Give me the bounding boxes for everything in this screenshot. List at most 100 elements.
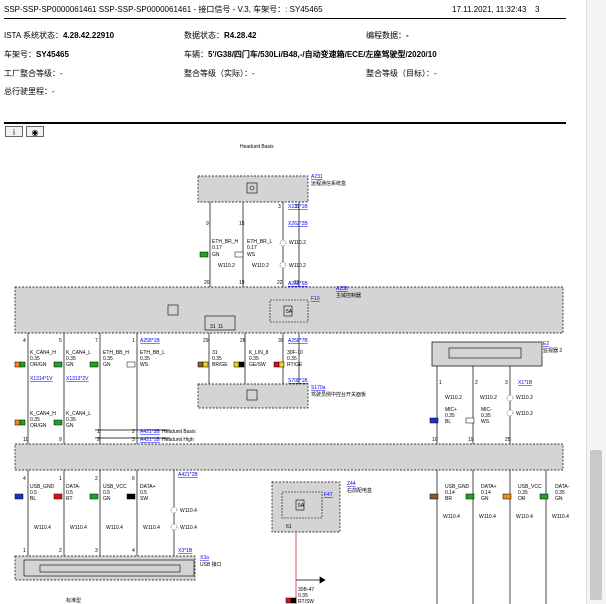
s708-link[interactable]: S708*1B [288, 378, 308, 384]
swatch-31-ge [202, 361, 209, 368]
swatch-eth-br-l [234, 251, 244, 258]
swatch-30b-rt [285, 597, 292, 604]
visibility-button[interactable]: ◉ [26, 126, 44, 137]
main-pin-4: 19 [468, 437, 474, 443]
z44-code-link[interactable]: Z44 [347, 481, 356, 487]
a258-7b-link[interactable]: A258*7B [288, 338, 308, 344]
swatch-usb-vcc [89, 493, 99, 500]
relay-pin-11: 11 [218, 324, 223, 330]
eth-bb-l-size: 0.35 [140, 356, 150, 362]
w31-size: 0.35 [212, 356, 222, 362]
data-minus-r-size: 0.35 [555, 490, 565, 496]
f10-link[interactable]: F10 [311, 296, 320, 302]
swatch-30b-sw [290, 597, 297, 604]
w110-4-label-b: W110.4 [70, 525, 87, 531]
a258-pin-b-3: 7 [95, 338, 98, 344]
a231-pin-4: 2 [295, 204, 298, 210]
a421-3b-link[interactable]: A421*3B [140, 429, 160, 435]
arrow-right-icon [319, 576, 326, 584]
z44-fuse-box [281, 491, 323, 519]
a258-6b-link[interactable]: A258*6B [288, 281, 308, 287]
w110-4-label-d: W110.4 [143, 525, 160, 531]
s170-code-link[interactable]: S170a [311, 385, 326, 391]
actual-label: 整合等级（实际）： [184, 69, 252, 78]
target-label: 整合等级（目标）： [366, 69, 434, 78]
x1313-link[interactable]: X1313*2V [66, 376, 89, 382]
main-pin-b-1: 4 [23, 476, 26, 482]
eth-bb-l-color: WS [140, 362, 149, 368]
wires-main-right [436, 470, 547, 604]
swatch-31-br [197, 361, 204, 368]
swatch-data-minus-r [539, 493, 549, 500]
a258-pin-top-3: 22 [277, 280, 283, 286]
a231-code-link[interactable]: A231 [311, 174, 323, 180]
info-button[interactable]: i [5, 126, 23, 137]
mic-minus-color: WS [481, 419, 490, 425]
wiring-diagram: Headunit Basis A231 远程通信系统盒 X231*1B X262… [14, 144, 570, 604]
swatch-can4l2 [53, 419, 63, 426]
w31-color: BR/GE [212, 362, 228, 368]
wires-a258-s170 [208, 333, 300, 384]
data-plus-r-color: GN [481, 496, 489, 502]
fuse-f47-icon [295, 499, 305, 511]
a258-fuse-box [269, 299, 309, 323]
swatch-can4l [53, 361, 63, 368]
bottom-label: 标准型 [66, 597, 81, 604]
a421-basis-label: Headunit Basis [162, 429, 196, 435]
vin-value: SY45465 [36, 50, 69, 59]
a258-code-link[interactable]: A258 [336, 286, 348, 292]
factory-label: 工厂整合等级： [4, 69, 60, 78]
x262-link[interactable]: X262*2B [288, 221, 308, 227]
usb-vcc-r-color: OR [518, 496, 526, 502]
x231-link[interactable]: X231*1B [288, 204, 308, 210]
wires-a421-headunit [95, 429, 170, 439]
main-connector-box [14, 443, 564, 471]
f47-link[interactable]: F47 [324, 492, 333, 498]
swatch-usb-vcc-r [502, 493, 512, 500]
w110-4-label-j: W110.4 [552, 514, 569, 520]
w30f-size: 0.35 [287, 356, 297, 362]
a421-2b-link[interactable]: A421*2B [178, 472, 198, 478]
usb-vcc-color: GN [103, 496, 111, 502]
swatch-can4h-or [14, 361, 21, 368]
usb-vcc-r-size: 0.35 [518, 490, 528, 496]
eye-icon: ◉ [31, 128, 39, 137]
e2-code-link[interactable]: E2 [543, 341, 549, 347]
prog-value: - [406, 31, 409, 40]
main-pin-3: 10 [432, 437, 438, 443]
can4h-name: K_CAN4_H [30, 350, 56, 356]
w31-name: 31 [212, 350, 218, 356]
usb-vcc-size: 0.5 [103, 490, 110, 496]
z44-pin: 61 [286, 524, 292, 530]
a421-1b-link[interactable]: A421*1B [140, 437, 160, 443]
eth-br-h-color: GN [212, 252, 220, 258]
scrollbar-thumb[interactable] [590, 450, 602, 600]
print-datetime: 17.11.2021, 11:32:43 [452, 5, 527, 14]
a421-pin-3: 2 [97, 437, 100, 443]
data-minus-color: RT [66, 496, 73, 502]
swatch-can4h-gn [19, 361, 26, 368]
a421-high-label: Headunit High [162, 437, 194, 443]
vehicle-label: 车辆： [184, 50, 208, 59]
vertical-scrollbar[interactable] [586, 0, 606, 604]
can4h2-color: OR/GN [30, 423, 47, 429]
can4h2-name: K_CAN4_H [30, 411, 56, 417]
eth-br-l-color: WS [247, 252, 256, 258]
a258-pin-top-1: 20 [204, 280, 210, 286]
data-plus-size: 0.5 [140, 490, 147, 496]
x3-link[interactable]: X3*1B [178, 548, 193, 554]
can4h-size: 0.35 [30, 356, 40, 362]
a231-pin-1: 9 [206, 221, 209, 227]
lin8-name: K_LIN_8 [249, 350, 269, 356]
x1314-link[interactable]: X1314*1V [30, 376, 53, 382]
s170-symbol-icon [246, 389, 258, 401]
x1-link[interactable]: X1*1B [518, 380, 533, 386]
x3a-code-link[interactable]: X3a [200, 555, 209, 561]
swatch-eth-br-h [199, 251, 209, 258]
main-pin-5: 25 [505, 437, 511, 443]
usb-pin-2: 2 [59, 548, 62, 554]
data-plus-name: DATA+ [140, 484, 156, 490]
header-divider [4, 18, 566, 19]
section-divider [4, 122, 566, 124]
a258-10b-link[interactable]: A258*1B [140, 338, 160, 344]
